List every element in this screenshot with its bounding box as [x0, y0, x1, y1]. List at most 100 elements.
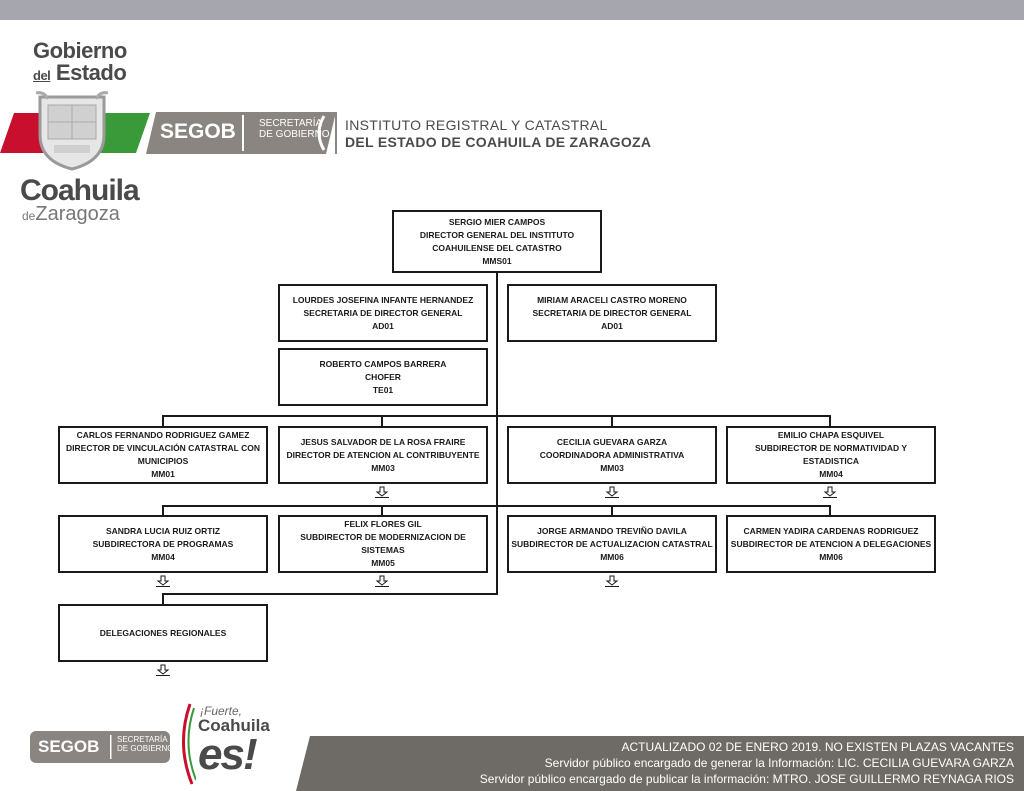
es-text: es! [198, 730, 258, 779]
org-box-director-general: SERGIO MIER CAMPOS DIRECTOR GENERAL DEL … [392, 210, 602, 273]
org-box-title: MUNICIPIOS [137, 456, 189, 466]
footer-gobierno-text: DE GOBIERNO [117, 744, 174, 753]
org-box-name: JESUS SALVADOR DE LA ROSA FRAIRE [300, 436, 466, 447]
org-box-title: ESTADISTICA [802, 456, 860, 466]
org-box-row1-2: JESUS SALVADOR DE LA ROSA FRAIRE DIRECTO… [278, 426, 488, 484]
footer-updated-text: ACTUALIZADO 02 DE ENERO 2019. NO EXISTEN… [621, 740, 1014, 754]
connector-row1-drop-3 [611, 415, 613, 428]
org-box-title: SUBDIRECTOR DE ACTUALIZACION CATASTRAL [511, 538, 713, 549]
connector-row1-drop-4 [829, 415, 831, 428]
org-box-name: ROBERTO CAMPOS BARRERA [319, 358, 447, 369]
org-box-code: MM03 [371, 462, 395, 473]
header-divider [335, 112, 337, 154]
org-box-name: LOURDES JOSEFINA INFANTE HERNANDEZ [292, 294, 474, 305]
gobierno-del-estado-logo: Gobierno del Estado [33, 40, 127, 87]
connector-row2-drop-1 [162, 505, 164, 517]
connector-row1-drop-2 [381, 415, 383, 428]
org-box-title: SUBDIRECTOR DE ATENCION A DELEGACIONES [730, 538, 932, 549]
top-bar [0, 0, 1024, 20]
logo-coahuila-text: Coahuila [20, 174, 140, 207]
segob-banner [146, 112, 336, 154]
logo-zaragoza-text: Zaragoza [35, 203, 120, 225]
institute-name-line2: DEL ESTADO DE COAHUILA DE ZARAGOZA [345, 134, 652, 150]
connector-row1-horizontal [162, 415, 831, 417]
connector-row2-horizontal [162, 505, 831, 507]
footer-generator-text: Servidor público encargado de generar la… [544, 756, 1014, 770]
org-box-secretaria-1: LOURDES JOSEFINA INFANTE HERNANDEZ SECRE… [278, 284, 488, 342]
drill-down-icon[interactable] [156, 664, 170, 676]
connector-row1-drop-1 [162, 415, 164, 428]
logo-swoosh-graphic [182, 703, 196, 785]
org-box-title: DIRECTOR DE ATENCION AL CONTRIBUYENTE [286, 449, 480, 460]
org-box-row2-3: JORGE ARMANDO TREVIÑO DAVILA SUBDIRECTOR… [507, 515, 717, 573]
drill-down-icon[interactable] [605, 486, 619, 498]
logo-del-text: del [33, 68, 51, 83]
footer-segob-text: SEGOB [38, 737, 100, 756]
drill-down-icon[interactable] [605, 575, 619, 587]
connector-main-vertical [496, 272, 498, 594]
fuerte-text: ¡Fuerte, [200, 704, 243, 718]
secretaria-text: SECRETARÍA [259, 118, 323, 129]
segob-text: SEGOB [160, 120, 236, 143]
org-box-name: CARLOS FERNANDO RODRIGUEZ GAMEZ [76, 430, 250, 440]
org-box-title: SECRETARIA DE DIRECTOR GENERAL [303, 307, 463, 318]
drill-down-icon[interactable] [375, 575, 389, 587]
fuerte-coahuila-logo: ¡Fuerte, Coahuila es! [176, 700, 286, 788]
org-box-name: MIRIAM ARACELI CASTRO MORENO [537, 294, 687, 305]
org-box-row1-1: CARLOS FERNANDO RODRIGUEZ GAMEZ DIRECTOR… [58, 426, 268, 484]
org-box-code: MM05 [371, 558, 395, 568]
footer-band [296, 736, 1024, 791]
connector-row3-horizontal [162, 593, 498, 595]
drill-down-icon[interactable] [156, 575, 170, 587]
org-box-name: CECILIA GUEVARA GARZA [556, 436, 668, 447]
logo-de-text: de [22, 209, 36, 223]
org-box-title: SUBDIRECTOR DE MODERNIZACION DE SISTEMAS [300, 532, 466, 555]
connector-row2-drop-3 [611, 505, 613, 517]
connector-row2-drop-4 [829, 505, 831, 517]
org-box-code: MM06 [600, 551, 624, 562]
org-box-name: SERGIO MIER CAMPOS [448, 216, 546, 227]
org-box-delegaciones: DELEGACIONES REGIONALES [58, 604, 268, 662]
org-box-name: CARMEN YADIRA CARDENAS RODRIGUEZ [743, 525, 919, 536]
org-box-code: AD01 [601, 320, 623, 331]
coat-of-arms-icon [35, 91, 109, 171]
de-gobierno-text: DE GOBIERNO [259, 129, 330, 140]
institute-name-line1: INSTITUTO REGISTRAL Y CATASTRAL [345, 117, 608, 133]
org-box-name: DELEGACIONES REGIONALES [99, 627, 227, 638]
logo-gobierno-text: Gobierno [33, 38, 127, 63]
connector-row2-drop-2 [381, 505, 383, 517]
org-box-row1-3: CECILIA GUEVARA GARZA COORDINADORA ADMIN… [507, 426, 717, 484]
drill-down-icon[interactable] [375, 486, 389, 498]
secretaria-de-gobierno: SECRETARÍA DE GOBIERNO [259, 118, 330, 140]
org-box-name: EMILIO CHAPA ESQUIVEL [777, 430, 885, 440]
footer-segob-logo [30, 731, 170, 763]
org-box-chofer: ROBERTO CAMPOS BARRERA CHOFER TE01 [278, 348, 488, 406]
footer-secretaria: SECRETARÍA DE GOBIERNO [117, 735, 173, 753]
org-box-name: SANDRA LUCIA RUIZ ORTIZ [105, 525, 221, 536]
coahuila-text: Coahuila [198, 716, 270, 735]
org-box-title: COAHUILENSE DEL CATASTRO [432, 242, 562, 253]
org-box-code: TE01 [372, 384, 394, 395]
connector-row3-drop [162, 593, 164, 605]
logo-zaragoza: deZaragoza [22, 203, 120, 226]
drill-down-icon[interactable] [823, 486, 837, 498]
org-box-code: MM04 [151, 551, 175, 562]
footer-secretaria-text: SECRETARÍA [117, 735, 168, 744]
org-box-code: MMS01 [482, 255, 512, 266]
footer-publisher-text: Servidor público encargado de publicar l… [479, 772, 1014, 786]
org-box-title: COORDINADORA ADMINISTRATIVA [539, 449, 685, 460]
org-box-title: DIRECTOR DE VINCULACIÓN CATASTRAL CON [66, 443, 260, 453]
org-box-name: JORGE ARMANDO TREVIÑO DAVILA [537, 525, 687, 536]
org-box-code: AD01 [372, 320, 394, 331]
org-box-row2-4: CARMEN YADIRA CARDENAS RODRIGUEZ SUBDIRE… [726, 515, 936, 573]
org-box-name: FELIX FLORES GIL [344, 519, 422, 529]
org-box-code: MM04 [819, 469, 843, 479]
org-box-secretaria-2: MIRIAM ARACELI CASTRO MORENO SECRETARIA … [507, 284, 717, 342]
logo-estado-text: Estado [55, 60, 127, 85]
org-box-row2-2: FELIX FLORES GIL SUBDIRECTOR DE MODERNIZ… [278, 515, 488, 573]
org-box-title: SUBDIRECTORA DE PROGRAMAS [92, 538, 234, 549]
org-box-row1-4: EMILIO CHAPA ESQUIVEL SUBDIRECTOR DE NOR… [726, 426, 936, 484]
org-box-code: MM01 [151, 469, 175, 479]
org-box-code: MM03 [600, 462, 624, 473]
org-box-code: MM06 [819, 551, 843, 562]
